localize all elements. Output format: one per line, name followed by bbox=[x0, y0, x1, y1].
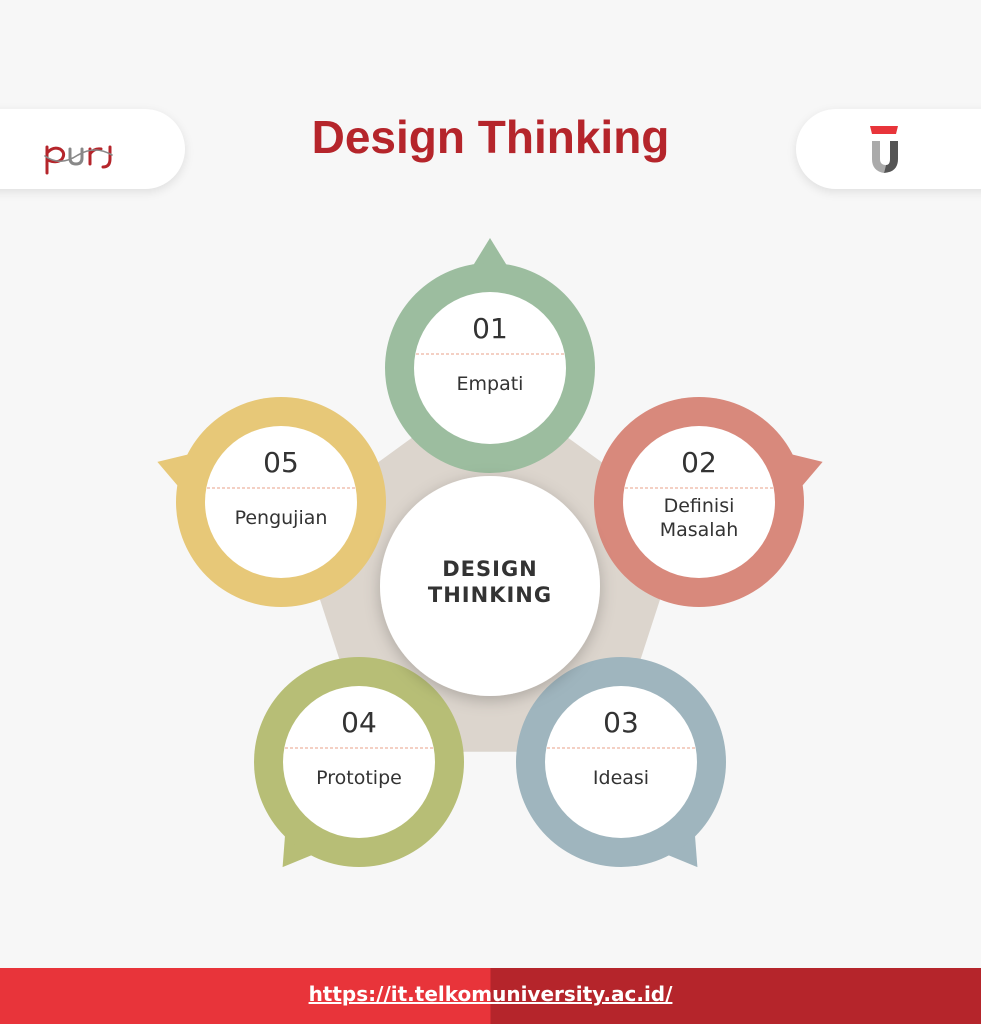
stage-inner-circle bbox=[205, 426, 357, 578]
stage-label: Ideasi bbox=[593, 767, 649, 789]
stage-label: Prototipe bbox=[316, 767, 402, 789]
stage-number: 04 bbox=[341, 706, 377, 739]
center-title-line1: DESIGN bbox=[442, 557, 538, 581]
stage-inner-circle bbox=[623, 426, 775, 578]
stage-label: Masalah bbox=[660, 519, 739, 541]
puri-logo-icon bbox=[44, 145, 113, 175]
stage-number: 01 bbox=[472, 312, 508, 345]
center-circle bbox=[380, 476, 600, 696]
stage-inner-circle bbox=[283, 686, 435, 838]
right-logo-pill bbox=[796, 109, 981, 189]
stage-label: Definisi bbox=[664, 495, 735, 517]
center-title-line2: THINKING bbox=[428, 583, 552, 607]
left-logo-pill bbox=[0, 109, 185, 189]
footer-bar bbox=[0, 968, 981, 1024]
stage-inner-circle bbox=[414, 292, 566, 444]
center-hub: DESIGN THINKING bbox=[380, 476, 600, 696]
page-title: Design Thinking bbox=[311, 111, 670, 163]
stage-number: 05 bbox=[263, 446, 299, 479]
stage-label: Empati bbox=[457, 373, 524, 395]
stage-number: 03 bbox=[603, 706, 639, 739]
design-thinking-diagram: 01Empati02DefinisiMasalah03Ideasi04Proto… bbox=[157, 238, 823, 868]
website-link[interactable]: https://it.telkomuniversity.ac.id/ bbox=[308, 982, 673, 1006]
stage-inner-circle bbox=[545, 686, 697, 838]
stage-label: Pengujian bbox=[235, 507, 328, 529]
telkom-university-logo-icon bbox=[870, 126, 898, 173]
stage-number: 02 bbox=[681, 446, 717, 479]
